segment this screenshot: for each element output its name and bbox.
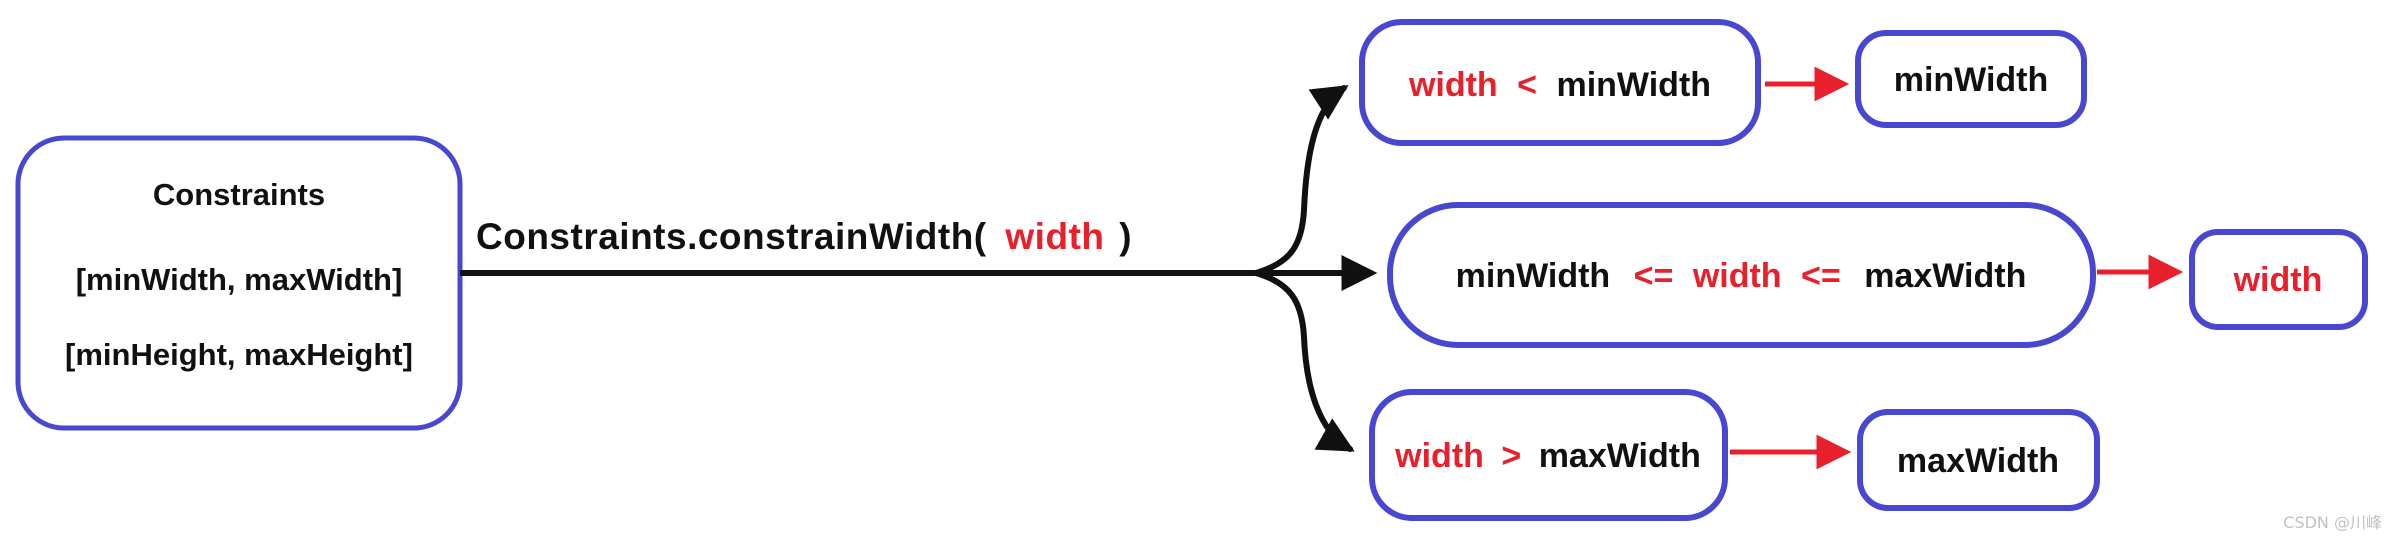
cond-mid-op1: <= (1634, 257, 1674, 295)
cond-top-lhs: width (1408, 66, 1498, 104)
condition-text-middle: minWidth <= width <= maxWidth (1456, 257, 2027, 295)
condition-box-width-lt-minwidth (1359, 19, 1761, 146)
call-label-prefix: Constraints.constrainWidth( (476, 216, 987, 257)
cond-bottom-lhs: width (1394, 437, 1484, 475)
result-box-maxwidth (1857, 409, 2100, 511)
result-text-minwidth: minWidth (1894, 61, 2049, 99)
result-box-width (2189, 229, 2368, 330)
constraints-box-title: Constraints (153, 177, 325, 212)
cond-mid-op2: <= (1801, 257, 1841, 295)
cond-mid-lhs: minWidth (1456, 257, 1611, 295)
condition-text-top: width < minWidth (1408, 66, 1711, 104)
result-box-minwidth (1855, 30, 2087, 128)
constraints-box (15, 135, 463, 431)
call-label-suffix: ) (1119, 216, 1132, 257)
result-text-maxwidth: maxWidth (1897, 442, 2059, 480)
cond-bottom-rhs: maxWidth (1539, 437, 1701, 475)
cond-bottom-op: > (1501, 437, 1521, 475)
constraints-box-height-range: [minHeight, maxHeight] (65, 337, 413, 372)
cond-top-op: < (1517, 66, 1537, 104)
condition-box-width-gt-maxwidth (1369, 389, 1728, 521)
cond-mid-arg: width (1692, 257, 1782, 295)
constrain-width-call-label: Constraints.constrainWidth( width ) (476, 216, 1132, 257)
result-text-width: width (2233, 261, 2323, 299)
cond-top-rhs: minWidth (1556, 66, 1711, 104)
condition-text-bottom: width > maxWidth (1394, 437, 1701, 475)
cond-mid-rhs: maxWidth (1864, 257, 2026, 295)
branch-arrow-bottom (1253, 270, 1355, 452)
constraints-box-width-range: [minWidth, maxWidth] (76, 262, 403, 297)
call-label-arg: width (1004, 216, 1104, 257)
condition-box-in-range (1387, 202, 2096, 348)
csdn-watermark: CSDN @川峰 (2283, 513, 2382, 532)
branch-arrow-top (1253, 85, 1349, 276)
